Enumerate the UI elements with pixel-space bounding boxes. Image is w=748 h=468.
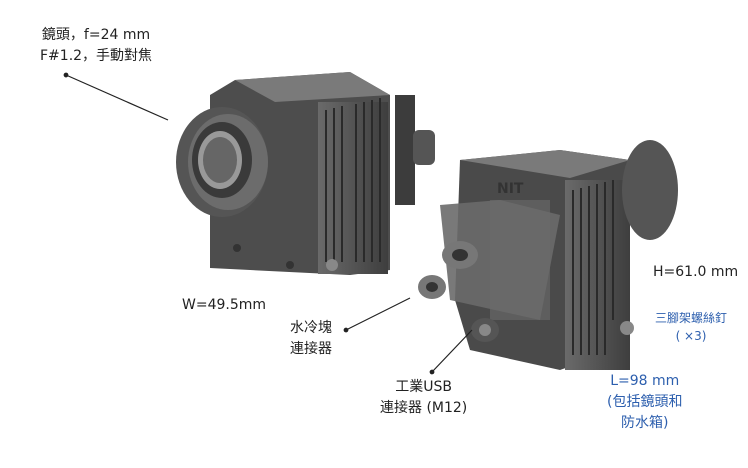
camera-front-view — [176, 72, 435, 275]
water-pointer — [343, 297, 411, 333]
water-label-line2: 連接器 — [290, 341, 332, 357]
width-label: W=49.5mm — [182, 297, 267, 313]
lens-label: 鏡頭，f=24 mm F#1.2，手動對焦 — [40, 25, 152, 67]
tripod-screw-label: 三腳架螺絲釘 ( ×3) — [655, 309, 727, 345]
length-label-line2: (包括鏡頭和 — [607, 394, 683, 410]
camera-rear-view: NIT — [418, 140, 678, 370]
lens-spec-line2: F#1.2，手動對焦 — [40, 48, 153, 64]
length-label: L=98 mm (包括鏡頭和 防水箱) — [607, 371, 682, 434]
usb-pointer — [429, 329, 473, 375]
water-block-label: 水冷塊 連接器 — [290, 318, 332, 360]
usb-connector-label: 工業USB 連接器 (M12) — [380, 377, 467, 419]
usb-label-line1: 工業USB — [395, 379, 453, 395]
tripod-label-line2: ( ×3) — [675, 329, 707, 343]
nit-logo: NIT — [497, 181, 524, 197]
length-label-line1: L=98 mm — [610, 373, 680, 389]
lens-spec-line1: 鏡頭，f=24 mm — [41, 27, 151, 43]
tripod-label-line1: 三腳架螺絲釘 — [655, 311, 728, 325]
lens-pointer — [63, 72, 169, 121]
height-label: H=61.0 mm — [653, 264, 739, 280]
length-label-line3: 防水箱) — [621, 415, 669, 431]
usb-label-line2: 連接器 (M12) — [380, 400, 468, 416]
water-label-line1: 水冷塊 — [290, 320, 332, 336]
